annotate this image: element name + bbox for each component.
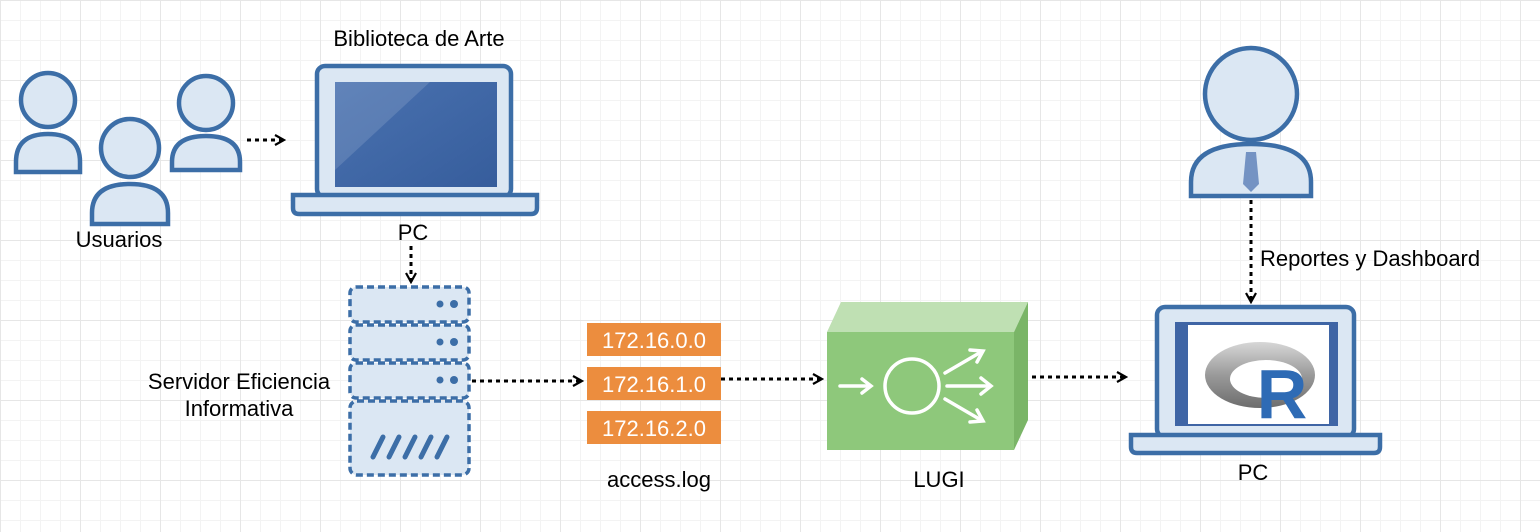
log-entry-2: 172.16.2.0 — [602, 416, 706, 441]
business-user-icon — [1188, 45, 1314, 199]
lugi-label: LUGI — [913, 467, 965, 492]
laptop-title-label: Biblioteca de Arte — [333, 26, 505, 51]
users-label: Usuarios — [75, 227, 163, 252]
r-logo-letter: R — [1257, 355, 1308, 433]
lugi-box-icon — [827, 302, 1028, 450]
reports-label: Reportes y Dashboard — [1260, 246, 1481, 271]
log-file-label: access.log — [607, 467, 711, 492]
log-entry-box — [587, 323, 721, 356]
right-pc-label: PC — [1237, 460, 1269, 485]
log-entry-0: 172.16.0.0 — [602, 328, 706, 353]
users-group-icon — [13, 70, 243, 227]
server-label-line1: Servidor Eficiencia — [147, 369, 331, 394]
server-label-line2: Informativa — [184, 396, 294, 421]
log-entry-box — [587, 411, 721, 444]
server-lights — [436, 300, 458, 384]
log-entry-box — [587, 367, 721, 400]
connectors — [247, 140, 1251, 381]
r-logo-icon: R — [1205, 342, 1315, 433]
server-vents — [370, 434, 450, 460]
laptop-pc-label: PC — [397, 220, 429, 245]
laptop-icon — [290, 63, 540, 217]
log-entries: 172.16.0.0 172.16.1.0 172.16.2.0 — [602, 328, 706, 441]
log-entry-1: 172.16.1.0 — [602, 372, 706, 397]
log-stack-icon — [587, 323, 721, 444]
